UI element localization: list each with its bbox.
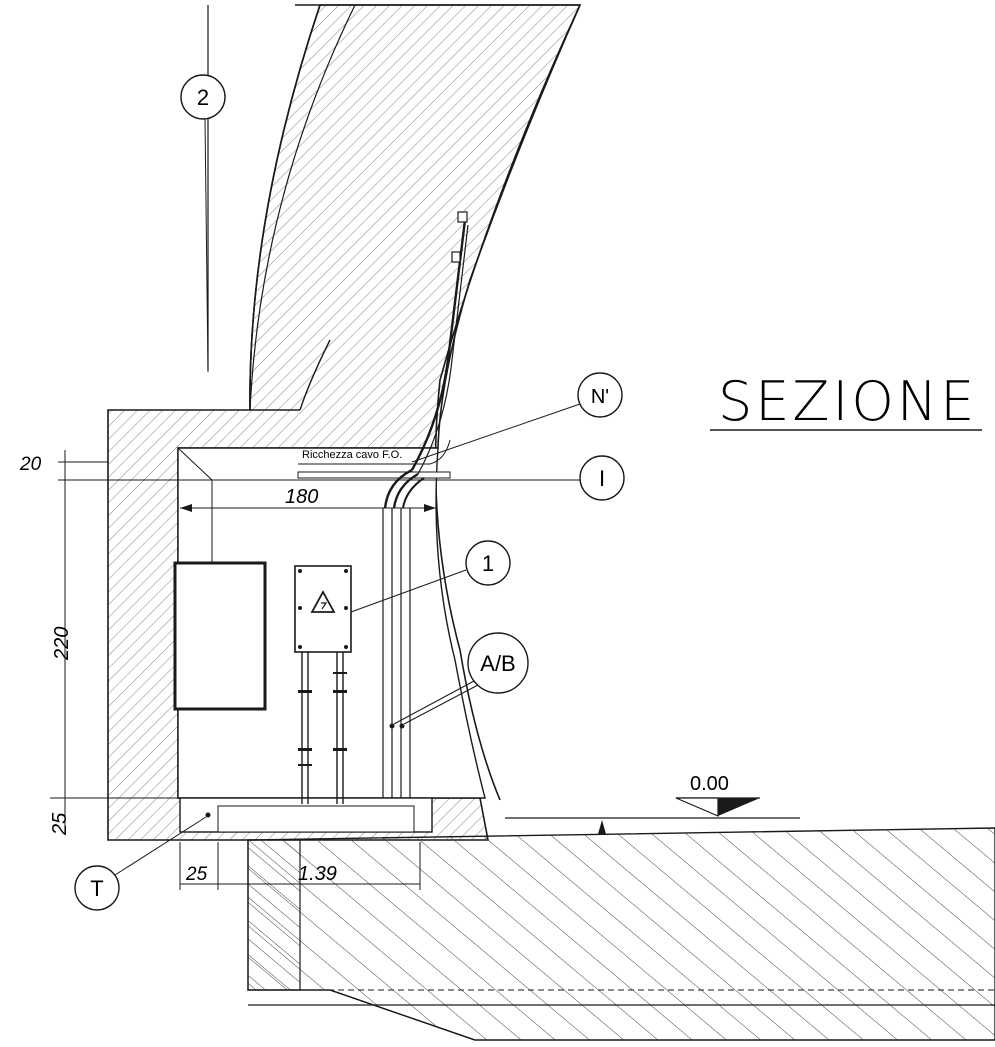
box-screw-ml: [298, 606, 302, 610]
box-screw-tr: [344, 569, 348, 573]
dim-25v-label: 25: [49, 812, 71, 836]
warning-bolt-icon: [321, 602, 328, 610]
tunnel-extrados-line: [249, 4, 321, 411]
box-screw-bl: [298, 645, 302, 649]
callout-1-label: 1: [482, 551, 494, 576]
callout-T-leader: [114, 816, 207, 876]
pipe-B-dot: [399, 723, 405, 729]
callout-N-leader: [411, 403, 581, 463]
earth-point: [205, 812, 211, 818]
callout-N-circle: [577, 372, 623, 418]
curb-hatched: [247, 839, 301, 991]
warning-triangle-icon: [310, 590, 336, 613]
base-channel-inner: [217, 805, 415, 833]
callout-I-label: I: [599, 466, 605, 491]
box-screw-br: [344, 645, 348, 649]
slab-taper-line: [329, 989, 476, 1041]
arch-step: [299, 339, 331, 411]
wall-bracket-top: [457, 211, 468, 223]
pipe-A-dot: [389, 723, 395, 729]
cable-tray: [297, 471, 451, 479]
distribution-cabinet: [173, 561, 267, 711]
box-screw-mr: [344, 606, 348, 610]
dim-139-label: 1.39: [298, 863, 337, 885]
conduit-clamps: [298, 672, 347, 766]
riser-pipes: [382, 508, 411, 798]
dim-220-label: 220: [51, 627, 73, 661]
callout-AB-circle: [467, 632, 529, 694]
callout-1-leader: [350, 569, 467, 613]
fiber-cable-loop: [298, 439, 451, 465]
dim-180-arrow-right: [424, 504, 436, 512]
level-triangle-left: [675, 797, 719, 817]
roadway-slab-hatched: [247, 827, 995, 1041]
conduits: [301, 652, 344, 804]
arch-outer-curve: [249, 4, 356, 411]
level-label: 0.00: [690, 773, 729, 795]
wall-cable-riser: [410, 219, 467, 471]
callout-AB-leader-a: [393, 680, 475, 725]
callout-T-label: T: [90, 876, 103, 901]
junction-box: [294, 565, 352, 653]
dim-20-label: 20: [19, 454, 42, 475]
box-screw-tl: [298, 569, 302, 573]
level-triangle-right: [718, 798, 760, 816]
callout-2-leader: [204, 118, 209, 373]
cable-bend-2: [392, 472, 419, 509]
fiber-cable-note: Ricchezza cavo F.O.: [302, 449, 402, 461]
callout-2-label: 2: [197, 85, 209, 110]
section-title: SEZIONE: [718, 370, 977, 433]
callout-2-circle: [180, 74, 226, 120]
callout-I-circle: [579, 455, 625, 501]
dim-180-arrow-left: [180, 504, 192, 512]
niche-corner-chamfer: [177, 447, 213, 481]
cable-bend-1: [383, 468, 413, 509]
dim-180-label: 180: [285, 486, 318, 508]
callout-AB-leader-b: [403, 684, 479, 725]
callout-N-label: N': [591, 386, 609, 408]
callout-1-circle: [465, 540, 511, 586]
road-level-arrow: [598, 820, 606, 834]
callout-T-circle: [74, 865, 120, 911]
wall-cable-riser-2: [417, 224, 469, 475]
callout-AB-label: A/B: [480, 651, 515, 676]
wall-bracket-mid: [451, 251, 461, 263]
dim-25h-label: 25: [185, 864, 208, 885]
